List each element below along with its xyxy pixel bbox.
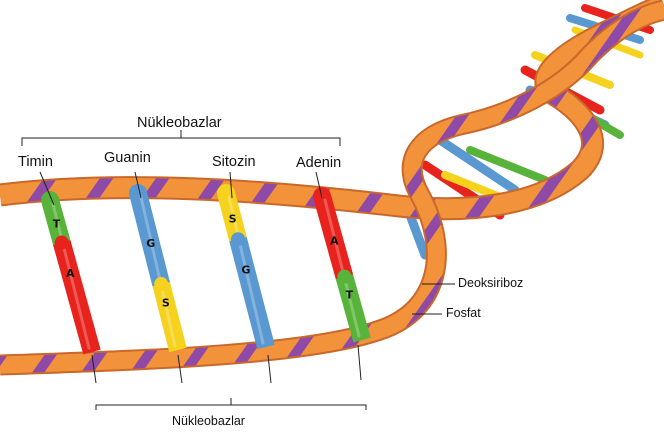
base-letter-lower-2: S [162,297,170,310]
base-joint-1 [55,236,69,250]
base-pair-1: TA [50,200,92,352]
base-pair-3: SG [226,193,266,347]
base-joint-4 [337,270,351,284]
bottom-bracket [96,405,366,410]
base-letter-upper-4: A [330,234,339,247]
base-pair-4: AT [322,196,362,340]
top-bracket [22,138,340,146]
timin-label: Timin [18,154,53,170]
base-letter-lower-3: G [241,263,250,276]
deoksiriboz-label: Deoksiriboz [458,276,523,290]
adenin-label: Adenin [296,155,341,171]
base-joint-2 [154,277,168,291]
base-joint-3 [231,232,245,246]
bottom-group-label: Nükleobazlar [172,414,245,428]
top-group-label: Nükleobazlar [137,115,222,131]
base-pair-2: GS [138,193,178,350]
sitozin-label: Sitozin [212,154,256,170]
fosfat-label: Fosfat [446,306,481,320]
base-letter-upper-1: T [53,217,61,230]
base-letter-upper-3: S [229,212,237,225]
base-letter-upper-2: G [146,237,155,250]
guanin-label: Guanin [104,150,151,166]
base-letter-lower-4: T [346,288,354,301]
base-letter-lower-1: A [66,267,75,280]
